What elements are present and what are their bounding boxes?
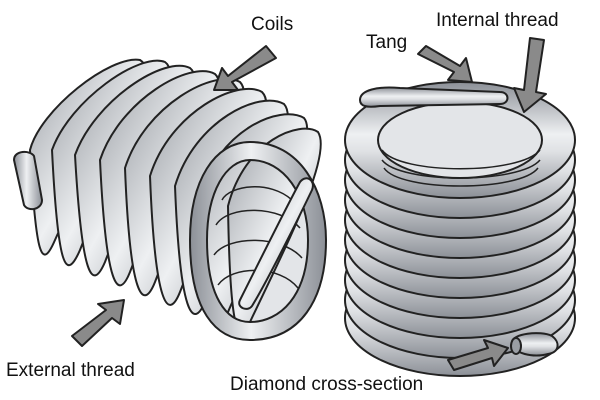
right-insert-opening	[377, 101, 543, 179]
left-insert-tang	[12, 150, 44, 211]
right-insert-inner-threads	[381, 149, 541, 187]
tang-arrow	[417, 45, 473, 83]
right-insert-tang	[358, 86, 509, 108]
diamond-arrow	[447, 339, 509, 371]
external-thread-label: External thread	[6, 360, 135, 381]
external-thread-arrow	[71, 299, 125, 347]
tang-label: Tang	[366, 32, 408, 53]
left-insert	[12, 58, 328, 342]
right-insert-diamond-end	[510, 332, 559, 357]
internal-thread-label: Internal thread	[436, 10, 559, 31]
leader-arrows	[71, 37, 547, 371]
internal-thread-arrow	[513, 37, 547, 113]
diamond-cross-section-label: Diamond cross-section	[230, 374, 424, 395]
right-insert	[344, 81, 576, 377]
coils-label: Coils	[251, 14, 294, 35]
left-insert-inner-tang	[238, 177, 314, 310]
coils-arrow	[213, 45, 277, 91]
